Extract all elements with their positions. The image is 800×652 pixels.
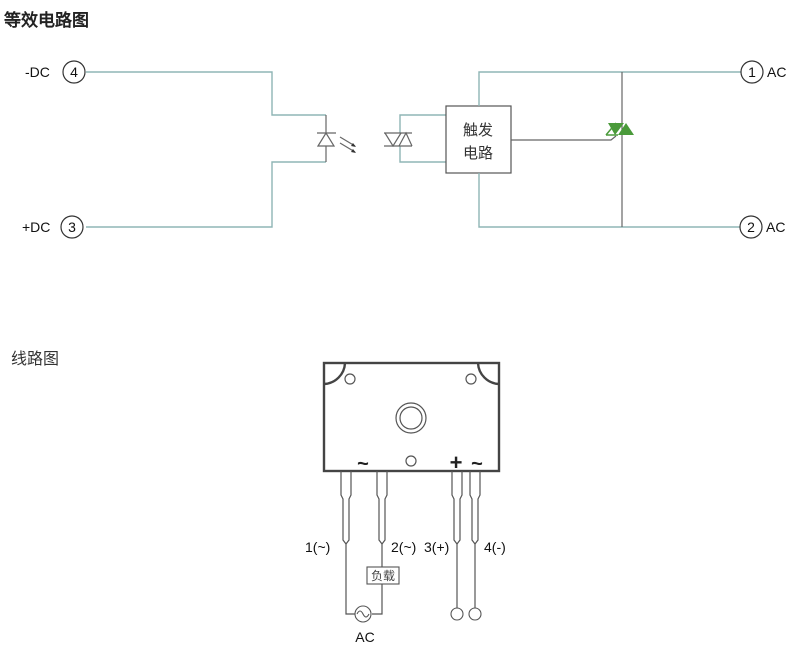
ac1-label: AC xyxy=(767,64,786,80)
pkg-mark-tilde-left: ~ xyxy=(357,453,369,475)
load-label: 负载 xyxy=(371,569,395,583)
bottom-hole xyxy=(405,455,417,467)
led-icon xyxy=(316,115,356,162)
ac2-label: AC xyxy=(766,219,785,235)
terminal-4-number: 4 xyxy=(70,64,78,80)
pin-4-terminal xyxy=(468,607,482,621)
trigger-circuit-block xyxy=(445,105,512,174)
terminal-3-number: 3 xyxy=(68,219,76,235)
mount-hole-right xyxy=(465,373,477,385)
pkg-mark-plus: + xyxy=(450,450,463,475)
load-box xyxy=(366,566,400,585)
pin-3-label: 3(+) xyxy=(424,539,449,555)
pin-2 xyxy=(376,471,388,545)
pin-1-label: 1(~) xyxy=(305,539,330,555)
relay-package xyxy=(322,361,501,473)
photo-triac-wire-bottom xyxy=(399,146,446,163)
pin-3-terminal xyxy=(450,607,464,621)
pin-2-label: 2(~) xyxy=(391,539,416,555)
neg-dc-wire xyxy=(86,71,326,116)
terminal-1-number: 1 xyxy=(748,64,756,80)
terminal-3-circle xyxy=(60,215,84,239)
pos-dc-label: +DC xyxy=(22,219,50,235)
terminal-1-circle xyxy=(740,60,764,84)
pin-1-wire xyxy=(345,544,355,615)
terminal-4-circle xyxy=(62,60,86,84)
input-wires xyxy=(86,71,326,228)
pin-4-label: 4(-) xyxy=(484,539,506,555)
center-screw-hole xyxy=(395,402,427,434)
terminal-2-circle xyxy=(739,215,763,239)
wiring-diagram-title: 线路图 xyxy=(11,349,60,368)
triac-icon xyxy=(605,122,634,136)
trigger-block-line2: 电路 xyxy=(463,144,493,162)
ac-source-label: AC xyxy=(355,629,374,645)
ac1-wire xyxy=(478,71,741,106)
pin-4 xyxy=(469,471,481,545)
gate-wire xyxy=(511,135,617,141)
mount-hole-left xyxy=(344,373,356,385)
pin-2-wire-bottom xyxy=(372,584,383,615)
photo-triac-icon xyxy=(384,131,413,148)
trigger-block-line1: 触发 xyxy=(463,121,493,139)
ac2-wire xyxy=(478,173,741,228)
pos-dc-wire xyxy=(86,161,326,228)
equivalent-circuit-title: 等效电路图 xyxy=(4,11,89,31)
pin-1 xyxy=(340,471,352,545)
neg-dc-label: -DC xyxy=(25,64,50,80)
pin-3 xyxy=(451,471,463,545)
terminal-2-number: 2 xyxy=(747,219,755,235)
photo-triac-wire-top xyxy=(399,114,446,133)
ac-source-icon xyxy=(354,605,372,623)
pkg-mark-tilde-right: ~ xyxy=(471,453,483,475)
